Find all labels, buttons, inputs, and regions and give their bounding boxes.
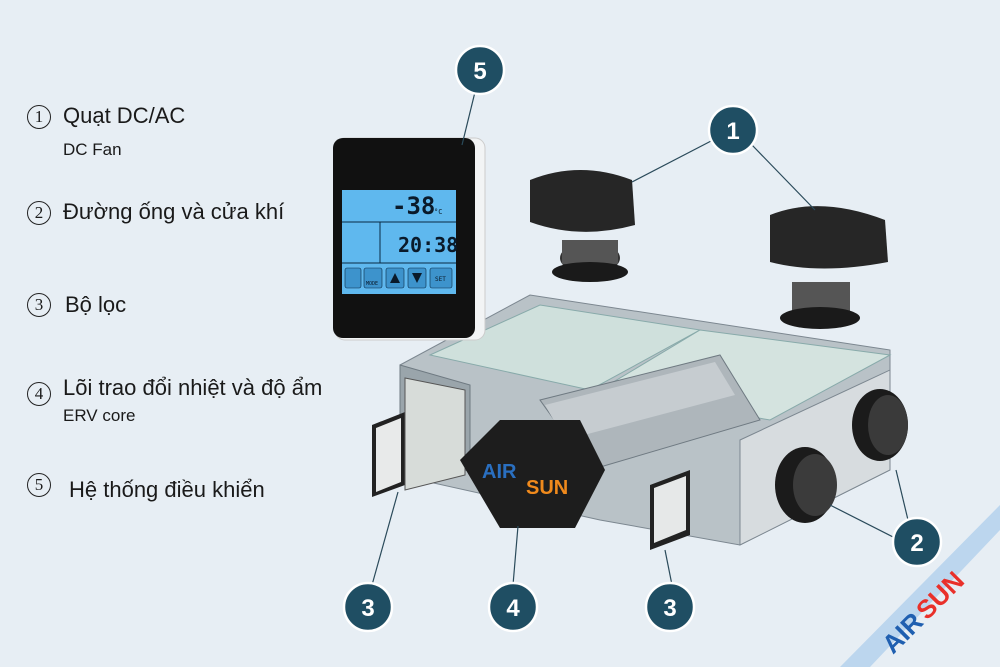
callout-badge-1: 1 (707, 104, 759, 156)
filter-right (650, 470, 690, 550)
arrow-down-icon (412, 273, 422, 283)
callout-badge-3-left: 3 (342, 581, 394, 633)
svg-text:SUN: SUN (910, 565, 970, 625)
legend-sublabel: DC Fan (63, 140, 122, 159)
core-logo-air: AIR (482, 461, 517, 483)
lcd-time: 20:38 (398, 233, 458, 257)
controller: -38 °C 20:38 MODE SET (333, 137, 486, 341)
callout-badge-4: 4 (487, 581, 539, 633)
set-button[interactable] (429, 267, 453, 289)
set-button-label: SET (435, 276, 446, 283)
svg-text:2: 2 (910, 530, 923, 557)
duct-collar-right (852, 389, 908, 461)
callout-badge-5: 5 (454, 44, 506, 96)
legend-sublabel: ERV core (63, 406, 136, 425)
power-button[interactable] (344, 267, 362, 289)
legend-label: Hệ thống điều khiển (69, 477, 265, 502)
svg-text:3: 3 (361, 595, 374, 622)
erv-housing (399, 294, 892, 546)
mode-button-label: MODE (366, 281, 378, 287)
arrow-up-icon (390, 273, 400, 283)
filter-left (372, 377, 466, 497)
legend-label: Quạt DC/AC (63, 103, 186, 128)
callout-badge-2: 2 (891, 516, 943, 568)
legend-number: 4 (27, 382, 51, 406)
svg-text:3: 3 (663, 595, 676, 622)
legend-number: 1 (27, 105, 51, 129)
callout-badge-3-right: 3 (644, 581, 696, 633)
lcd-temperature: -38 (392, 192, 435, 220)
erv-core: AIR SUN (460, 420, 605, 528)
legend-number: 2 (27, 201, 51, 225)
fan-right (770, 206, 888, 329)
duct-collar-front (775, 447, 837, 523)
svg-text:5: 5 (473, 58, 486, 85)
legend-number: 5 (27, 473, 51, 497)
mode-button[interactable] (363, 267, 383, 289)
legend-label: Bộ lọc (65, 292, 127, 317)
lcd-temp-unit: °C (434, 208, 442, 216)
leader-lines (371, 91, 909, 586)
legend-number: 3 (27, 293, 51, 317)
fan-left (530, 170, 635, 282)
svg-text:1: 1 (726, 118, 739, 145)
legend-label: Lõi trao đổi nhiệt và độ ẩm (63, 375, 323, 400)
core-logo-sun: SUN (526, 477, 568, 499)
legend-label: Đường ống và cửa khí (63, 199, 285, 224)
svg-text:4: 4 (506, 595, 520, 622)
